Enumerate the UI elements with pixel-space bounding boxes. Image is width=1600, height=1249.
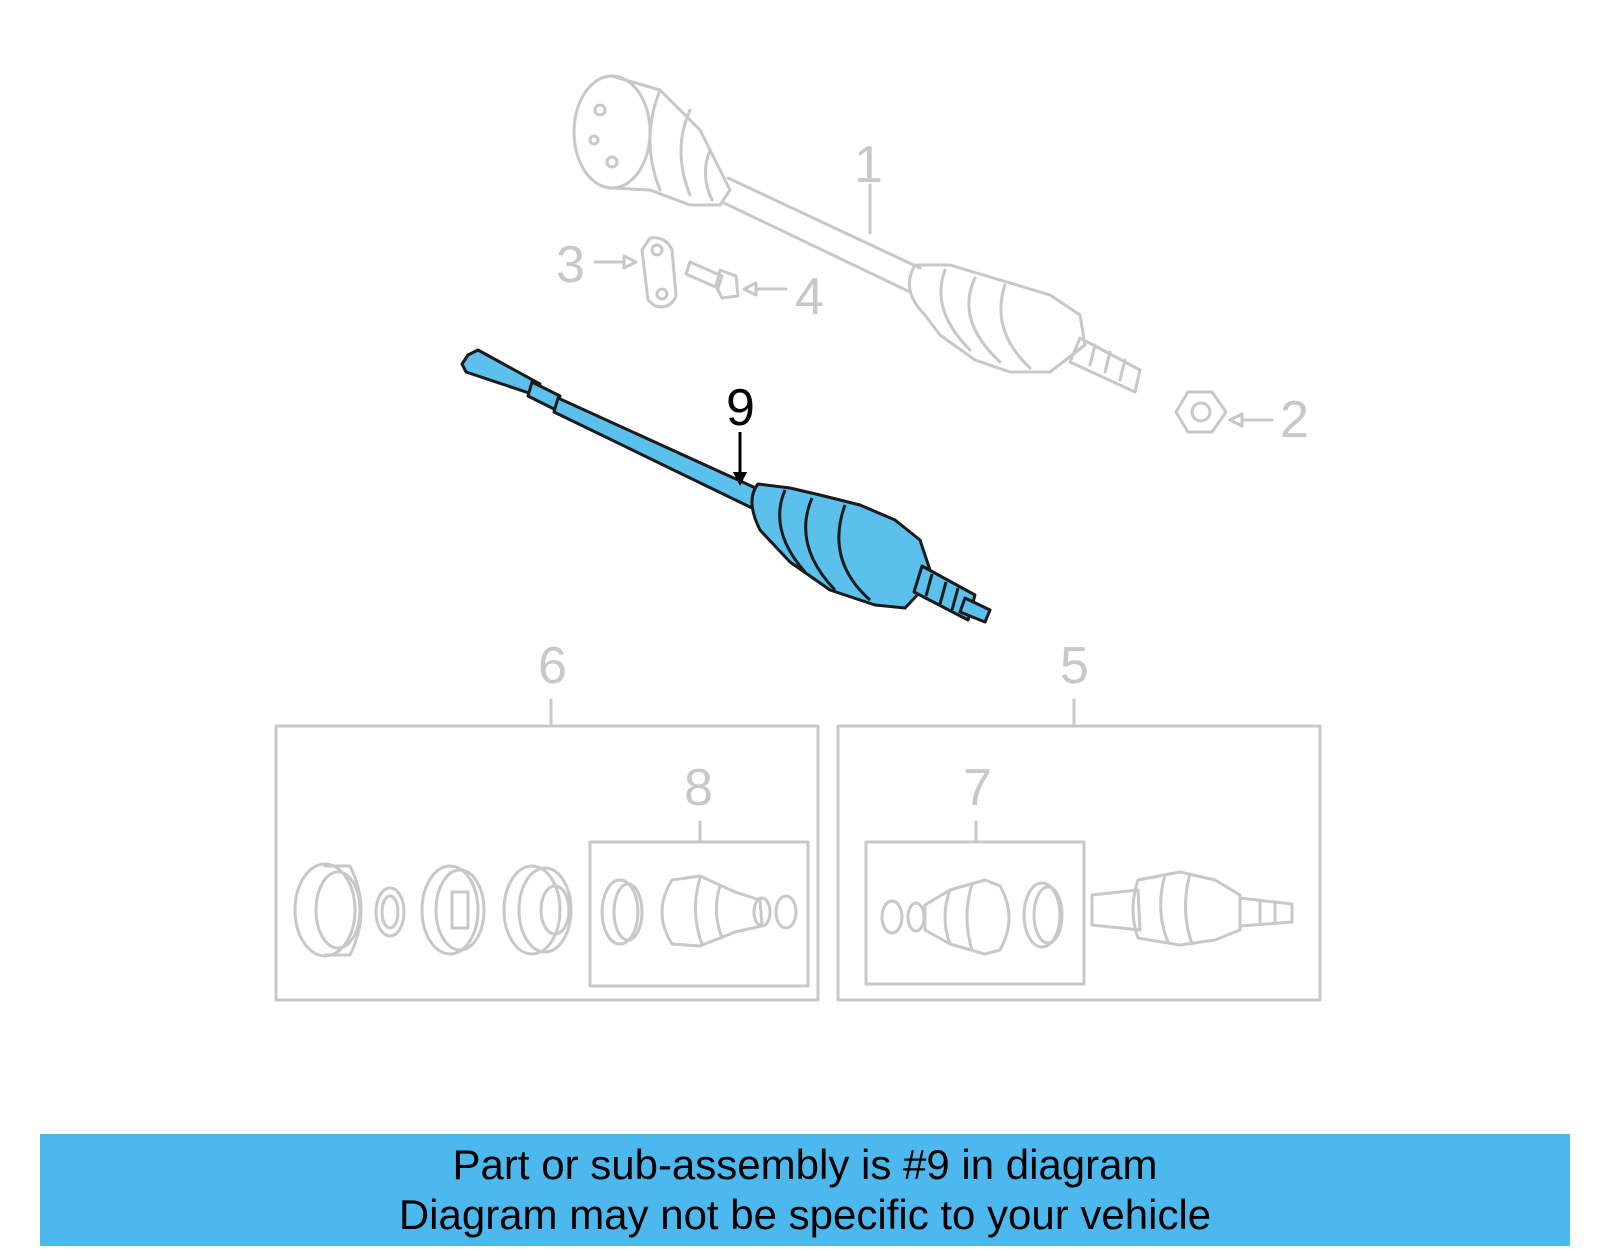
axle-shaft-highlighted (460, 348, 992, 624)
callout-3: 3 (556, 236, 585, 294)
info-banner: Part or sub-assembly is #9 in diagram Di… (40, 1134, 1570, 1246)
callout-9: 9 (726, 379, 755, 437)
callout-8: 8 (684, 759, 713, 817)
outer-joint-ghost (1090, 870, 1294, 947)
axle-assembly-ghost (572, 74, 1142, 394)
arrow-9-icon (733, 472, 747, 486)
callout-7: 7 (963, 759, 992, 817)
arrow-2-icon (1228, 412, 1244, 428)
banner-line-2: Diagram may not be specific to your vehi… (398, 1191, 1212, 1238)
arrow-4-icon (742, 281, 758, 297)
nut-hole-icon (1190, 401, 1212, 423)
inner-joint-parts-ghost (293, 862, 573, 958)
banner-line-1: Part or sub-assembly is #9 in diagram (452, 1141, 1158, 1188)
boot-kit-box-8 (588, 840, 810, 988)
bracket-hole-icon (655, 287, 669, 301)
boot-kit-box-7 (864, 840, 1086, 986)
boot-kit-7-parts-ghost (880, 878, 1064, 956)
callout-1: 1 (854, 136, 883, 194)
bolt-head-ghost (714, 268, 740, 300)
callout-5: 5 (1060, 637, 1089, 695)
callout-2: 2 (1280, 391, 1309, 449)
callout-4: 4 (795, 268, 824, 326)
kit-box-5 (836, 724, 1322, 1002)
bracket-hole-icon (650, 243, 664, 257)
kit-box-6 (274, 724, 820, 1002)
nut-ghost (1174, 390, 1228, 434)
bracket-ghost (640, 236, 678, 309)
boot-kit-parts-ghost (600, 874, 798, 948)
callout-6: 6 (538, 637, 567, 695)
arrow-3-icon (622, 254, 638, 270)
